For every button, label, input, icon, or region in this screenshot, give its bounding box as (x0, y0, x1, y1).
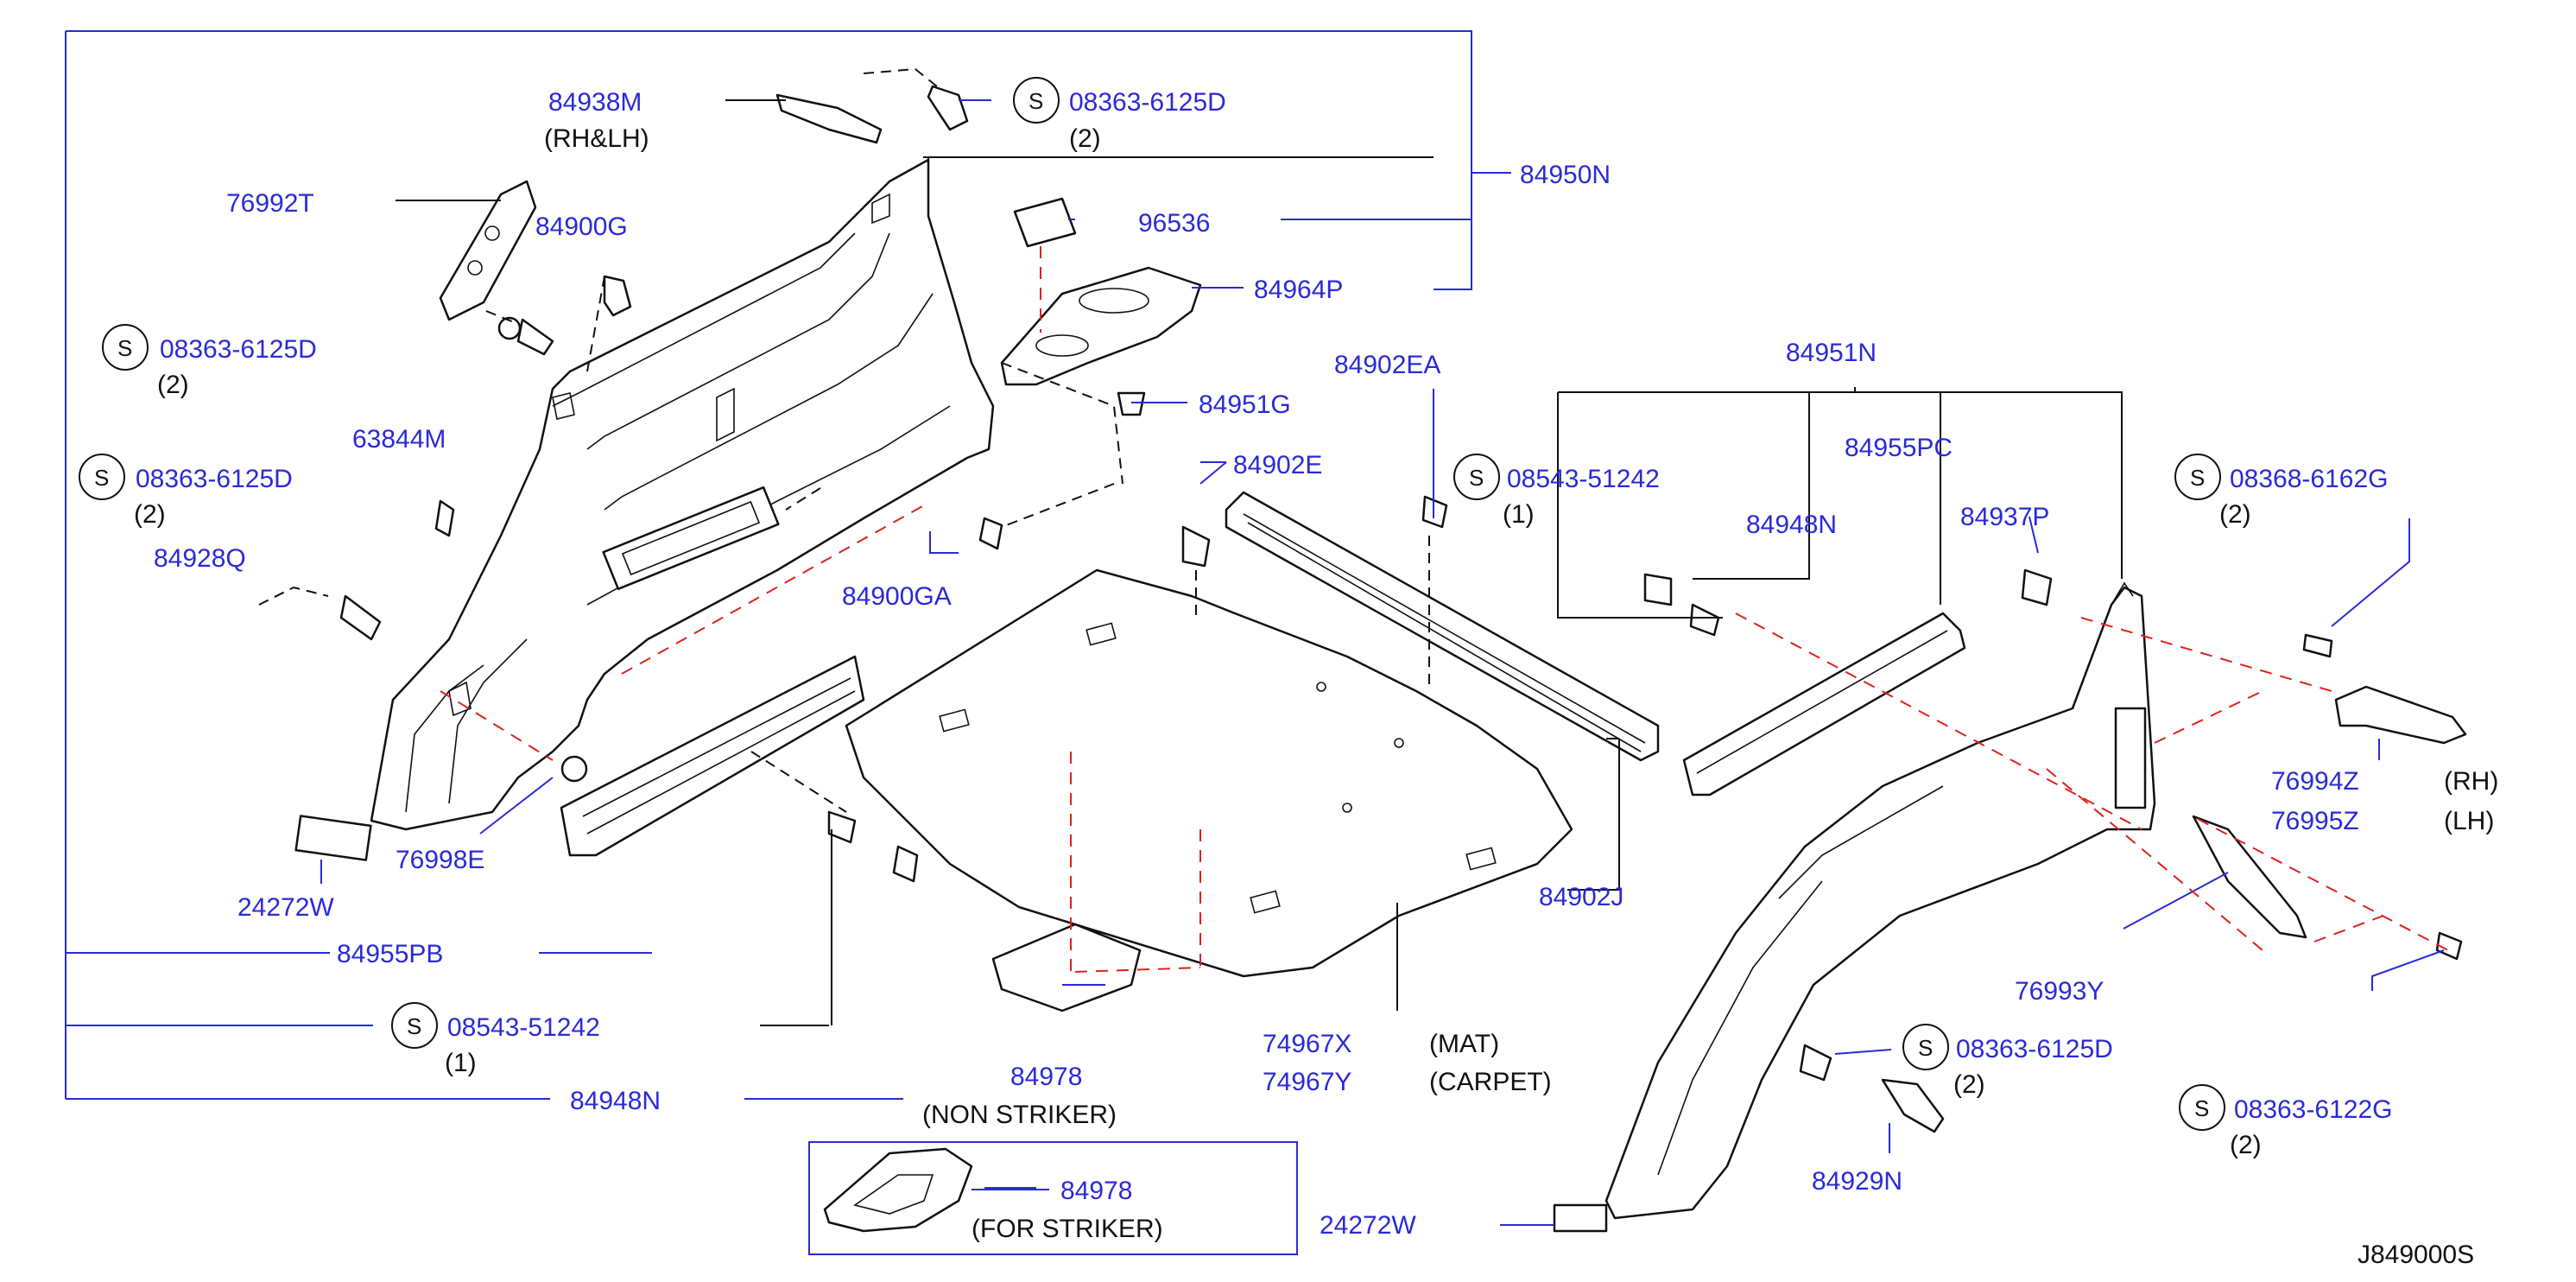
label-84978: 84978 (1010, 1063, 1082, 1091)
qty-note: (2) (157, 371, 189, 399)
label-84950N: 84950N (1520, 161, 1611, 189)
leader-lines (396, 99, 2123, 1026)
label-08363-6125D: 08363-6125D (1956, 1035, 2113, 1063)
label-84951N: 84951N (1786, 339, 1877, 367)
note-rh-lh: (RH&LH) (544, 124, 649, 153)
label-74967Y: 74967Y (1263, 1068, 1351, 1096)
hidden-lines (440, 246, 2449, 973)
s-symbol: S (117, 335, 132, 361)
note-non-striker: (NON STRIKER) (922, 1101, 1117, 1129)
hook-84938M (775, 93, 883, 144)
blue-leaders (320, 99, 2445, 1226)
bracket-76994Z (2334, 685, 2467, 745)
label-84902J: 84902J (1539, 883, 1623, 911)
label-84978: 84978 (1060, 1177, 1132, 1205)
left-sill-trim (560, 655, 865, 857)
bracket-84929N (1881, 1078, 1945, 1133)
label-84951G: 84951G (1199, 390, 1291, 419)
label-08543-51242: 08543-51242 (1507, 465, 1660, 493)
left-quarter-trim-panel (370, 158, 995, 831)
qty-note: (2) (1953, 1070, 1985, 1099)
s-symbol: S (1918, 1035, 1933, 1061)
right-quarter-trim-panel (1604, 581, 2156, 1220)
striker-cover-84978 (991, 923, 1142, 1012)
label-84929N: 84929N (1812, 1167, 1902, 1196)
label-08543-51242: 08543-51242 (447, 1013, 600, 1042)
note-for-striker: (FOR STRIKER) (972, 1215, 1163, 1243)
labels: 84938M (RH&LH) S 08363-6125D (2) 76992T … (94, 88, 2498, 1269)
diagram-code: J849000S (2358, 1241, 2474, 1269)
label-76998E: 76998E (396, 846, 484, 874)
note-mat: (MAT) (1429, 1030, 1499, 1058)
assembly-lines (258, 67, 1430, 813)
label-84902EA: 84902EA (1334, 351, 1440, 379)
label-08368-6162G: 08368-6162G (2230, 465, 2389, 493)
qty-note: (2) (2230, 1131, 2262, 1159)
left-assembly-bracket (65, 30, 1511, 1100)
qty-note: (2) (134, 500, 166, 529)
cover-96536 (1013, 197, 1077, 248)
s-symbol: S (1029, 88, 1043, 114)
label-76994Z: 76994Z (2271, 767, 2359, 796)
s-symbol: S (94, 465, 109, 491)
qty-note: (2) (1069, 124, 1101, 153)
label-08363-6125D: 08363-6125D (1069, 88, 1226, 117)
seal-pad-right (1553, 1203, 1608, 1233)
label-76992T: 76992T (226, 189, 314, 218)
label-63844M: 63844M (352, 425, 446, 454)
label-84948N: 84948N (1746, 511, 1837, 539)
label-84948N: 84948N (570, 1087, 661, 1115)
label-84937P: 84937P (1960, 503, 2049, 531)
qty-note: (1) (445, 1049, 477, 1077)
s-symbol: S (1469, 465, 1484, 491)
qty-note: (2) (2219, 500, 2251, 529)
label-08363-6122G: 08363-6122G (2234, 1095, 2393, 1124)
label-08363-6125D: 08363-6125D (136, 465, 293, 493)
floor-mat (845, 568, 1573, 978)
label-84955PC: 84955PC (1845, 434, 1953, 462)
label-84928Q: 84928Q (154, 544, 246, 573)
s-markers (79, 77, 2225, 1131)
sill-strip-84902J (1225, 491, 1660, 762)
label-76995Z: 76995Z (2271, 807, 2359, 835)
s-symbol: S (2190, 465, 2205, 491)
seal-pad-left (294, 815, 372, 861)
label-76993Y: 76993Y (2015, 977, 2104, 1006)
label-84938M: 84938M (548, 88, 642, 117)
for-striker-inset: 84978 (FOR STRIKER) (808, 1141, 1298, 1255)
qty-note: (1) (1503, 500, 1535, 529)
note-lh: (LH) (2444, 807, 2494, 835)
bracket-76992T (439, 180, 537, 321)
label-84955PB: 84955PB (337, 940, 443, 968)
label-74967X: 74967X (1263, 1030, 1351, 1058)
label-84964P: 84964P (1254, 276, 1343, 304)
label-96536: 96536 (1138, 209, 1210, 238)
note-carpet: (CARPET) (1429, 1068, 1552, 1096)
label-84900GA: 84900GA (842, 582, 952, 611)
s-symbol: S (407, 1013, 421, 1039)
label-24272W: 24272W (237, 893, 334, 922)
s-symbol: S (2194, 1095, 2209, 1121)
label-24272W: 24272W (1320, 1211, 1416, 1240)
label-84902E: 84902E (1233, 451, 1322, 479)
bracket-76993Y (2192, 815, 2307, 939)
fasteners (339, 85, 2463, 1082)
box-84964P (1000, 266, 1202, 386)
note-rh: (RH) (2444, 767, 2498, 796)
label-84900G: 84900G (535, 213, 628, 241)
label-08363-6125D: 08363-6125D (160, 335, 317, 364)
